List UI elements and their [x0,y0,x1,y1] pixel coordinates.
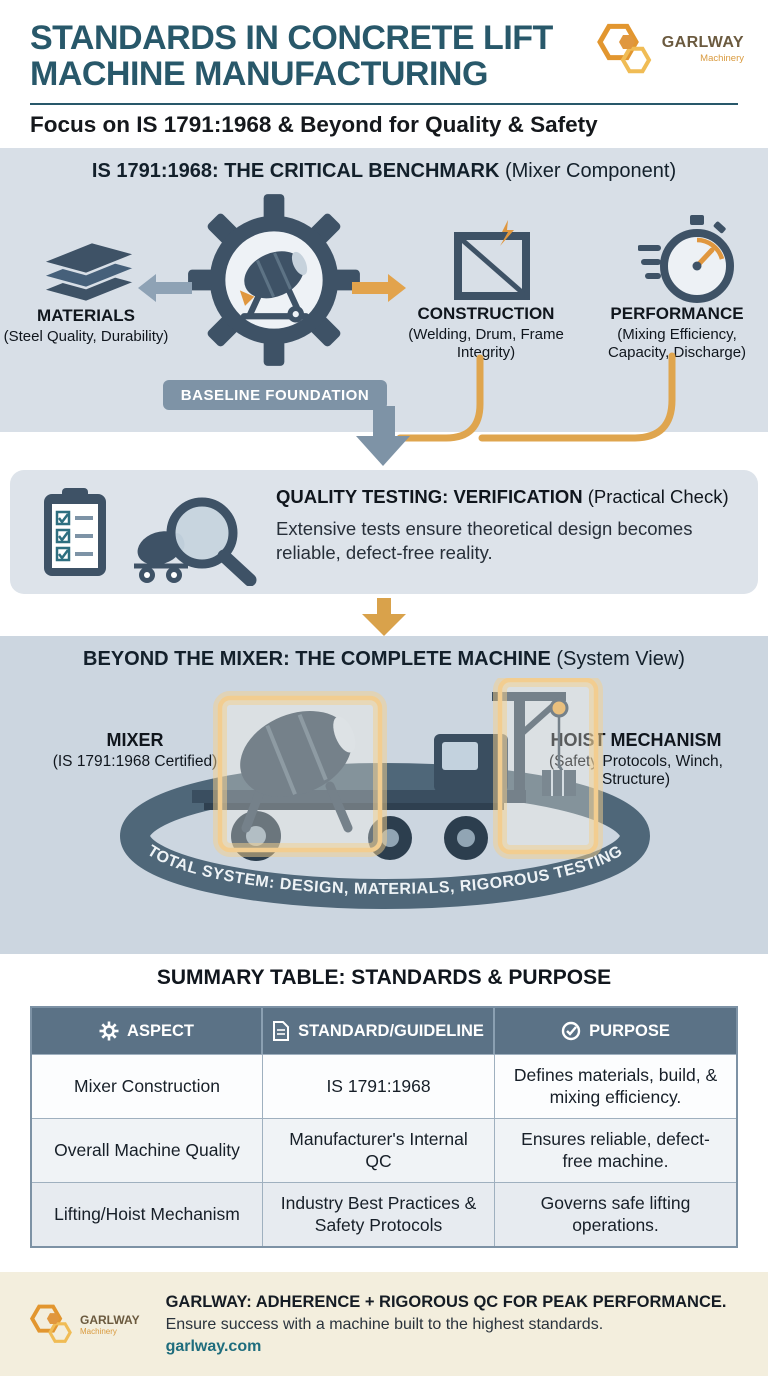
brand-name: GARLWAY [661,34,744,51]
cell-aspect: Lifting/Hoist Mechanism [32,1182,263,1246]
header-aspect: ASPECT [32,1008,263,1054]
complete-machine-illustration: TOTAL SYSTEM: DESIGN, MATERIALS, RIGOROU… [120,678,650,909]
footer-brand-tagline: Machinery [80,1326,117,1336]
mixer-callout: MIXER (IS 1791:1968 Certified) [26,730,244,771]
mixer-callout-title: MIXER [106,730,164,750]
quality-testing-section: QUALITY TESTING: VERIFICATION (Practical… [10,470,758,594]
subtitle-standard: IS 1791:1968 [136,112,272,137]
subtitle-prefix: Focus on [30,112,137,137]
cell-purpose: Governs safe lifting operations. [495,1182,736,1246]
cell-standard: Manufacturer's Internal QC [263,1118,495,1182]
footer-logo: GARLWAY Machinery [26,1301,140,1347]
truck-illustration [192,692,576,861]
header-standard-label: STANDARD/GUIDELINE [298,1021,484,1040]
mixer-callout-desc: (IS 1791:1968 Certified) [52,753,218,770]
cell-aspect: Overall Machine Quality [32,1118,263,1182]
hexagon-logo-icon [596,23,652,74]
benchmark-title: IS 1791:1968: THE CRITICAL BENCHMARK (Mi… [0,160,768,183]
brand-logo: GARLWAY Machinery [592,20,744,78]
footer-text: GARLWAY: ADHERENCE + RIGOROUS QC FOR PEA… [166,1293,727,1356]
steel-sheets-icon [38,240,140,304]
cell-aspect: Mixer Construction [32,1054,263,1118]
performance-desc: (Mixing Efficiency, Capacity, Discharge) [607,326,747,361]
gear-icon [99,1021,119,1041]
materials-label: MATERIALS (Steel Quality, Durability) [0,306,172,346]
brand-logo-text: GARLWAY Machinery [662,34,744,64]
table-row: Mixer Construction IS 1791:1968 Defines … [32,1054,736,1118]
page-title: STANDARDS IN CONCRETE LIFT MACHINE MANUF… [30,20,595,93]
performance-title: PERFORMANCE [610,304,744,323]
table-row: Lifting/Hoist Mechanism Industry Best Pr… [32,1182,736,1246]
quality-testing-body: Extensive tests ensure theoretical desig… [276,518,693,563]
stopwatch-icon [638,215,734,303]
document-icon [273,1021,290,1041]
cell-standard: IS 1791:1968 [263,1054,495,1118]
mixer-highlight-box [213,691,387,857]
performance-label: PERFORMANCE (Mixing Efficiency, Capacity… [586,304,768,361]
header-purpose-label: PURPOSE [589,1021,670,1040]
subtitle-rest: & Beyond for Quality & Safety [271,112,598,137]
benchmark-title-bold: IS 1791:1968: THE CRITICAL BENCHMARK [91,160,500,182]
table-header-row: ASPECT STANDARD/GUIDELINE PURPOSE [32,1008,736,1054]
construction-desc: (Welding, Drum, Frame Integrity) [408,326,564,361]
summary-title: SUMMARY TABLE: STANDARDS & PURPOSE [156,966,612,989]
system-title-bold: BEYOND THE MIXER: THE COMPLETE MACHINE [83,648,551,670]
footer-brand-name: GARLWAY [80,1312,140,1327]
summary-table: ASPECT STANDARD/GUIDELINE PURPOSE [30,1006,738,1248]
footer: GARLWAY Machinery GARLWAY: ADHERENCE + R… [0,1272,768,1376]
hoist-highlight-box [493,678,603,859]
footer-logo-text: GARLWAY Machinery [80,1313,140,1336]
magnifier-mixer-icon [134,497,257,586]
footer-headline: GARLWAY: ADHERENCE + RIGOROUS QC FOR PEA… [165,1292,727,1311]
quality-testing-text: QUALITY TESTING: VERIFICATION (Practical… [276,486,750,564]
benchmark-section: IS 1791:1968: THE CRITICAL BENCHMARK (Mi… [0,148,768,432]
page-title-line1: STANDARDS IN CONCRETE LIFT [30,19,553,57]
arrow-right-icon [352,274,406,302]
header-standard: STANDARD/GUIDELINE [263,1008,495,1054]
target-check-icon [561,1021,581,1041]
benchmark-title-rest: (Mixer Component) [499,160,677,182]
quality-testing-title: QUALITY TESTING: VERIFICATION (Practical… [276,486,750,508]
gear-mixer-icon [188,194,360,366]
materials-desc: (Steel Quality, Durability) [3,328,169,345]
header: STANDARDS IN CONCRETE LIFT MACHINE MANUF… [0,0,768,148]
system-title-rest: (System View) [550,648,685,670]
page-subtitle: Focus on IS 1791:1968 & Beyond for Quali… [30,112,598,138]
title-divider [30,103,738,105]
table-row: Overall Machine Quality Manufacturer's I… [32,1118,736,1182]
page-title-line2: MACHINE MANUFACTURING [30,55,488,94]
hexagon-logo-icon [29,1304,72,1343]
system-section: BEYOND THE MIXER: THE COMPLETE MACHINE (… [0,636,768,954]
footer-subline: Ensure success with a machine built to t… [165,1315,604,1333]
summary-section: SUMMARY TABLE: STANDARDS & PURPOSE ASPEC… [0,954,768,1272]
header-aspect-label: ASPECT [127,1021,194,1040]
quality-testing-title-rest: (Practical Check) [582,486,729,507]
quality-testing-title-bold: QUALITY TESTING: VERIFICATION [276,486,583,507]
arrow-left-icon [138,274,192,302]
brand-tagline: Machinery [700,53,744,64]
cell-purpose: Ensures reliable, defect-free machine. [495,1118,736,1182]
construction-label: CONSTRUCTION (Welding, Drum, Frame Integ… [396,304,576,361]
clipboard-checklist-icon [44,488,106,576]
welded-frame-icon [454,220,530,300]
construction-title: CONSTRUCTION [417,304,555,323]
down-arrow-gold-icon [362,598,406,636]
header-purpose: PURPOSE [495,1008,736,1054]
cell-standard: Industry Best Practices & Safety Protoco… [263,1182,495,1246]
materials-title: MATERIALS [37,306,135,325]
system-title: BEYOND THE MIXER: THE COMPLETE MACHINE (… [0,648,768,671]
baseline-foundation-badge: BASELINE FOUNDATION [163,380,387,410]
footer-website-link[interactable]: garlway.com [165,1337,262,1355]
cell-purpose: Defines materials, build, & mixing effic… [495,1054,736,1118]
